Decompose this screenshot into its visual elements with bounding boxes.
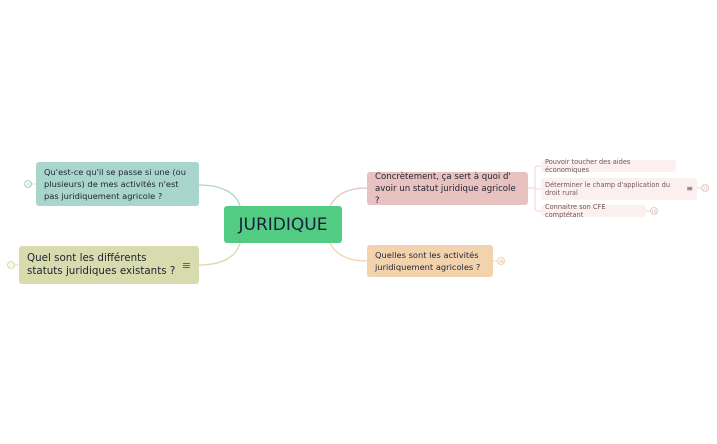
collapse-badge[interactable]: 27 (7, 261, 15, 269)
branch-node[interactable]: Quelles sont les activités juridiquement… (367, 245, 493, 277)
collapse-badge[interactable]: 24 (24, 180, 32, 188)
branch-label: Quelles sont les activités juridiquement… (375, 250, 481, 272)
branch-node[interactable]: Concrètement, ça sert à quoi d' avoir un… (367, 171, 528, 206)
branch-label: Quel sont les différents statuts juridiq… (27, 252, 176, 277)
note-icon[interactable]: ≡ (686, 184, 693, 193)
subnode-label: Connaitre son CFE comptétant (545, 203, 606, 219)
subnode[interactable]: Connaitre son CFE comptétant (541, 203, 646, 219)
subnode-label: Déterminer le champ d'application du dro… (545, 181, 671, 197)
collapse-badge[interactable]: 21 (701, 184, 709, 192)
branch-node[interactable]: Quel sont les différents statuts juridiq… (19, 246, 199, 284)
subnode[interactable]: Déterminer le champ d'application du dro… (541, 178, 697, 200)
root-label: JURIDIQUE (238, 214, 328, 235)
root-node[interactable]: JURIDIQUE (224, 206, 342, 243)
collapse-badge[interactable]: 16 (650, 207, 658, 215)
subnode[interactable]: Pouvoir toucher des aides économiques (541, 158, 676, 174)
collapse-badge[interactable]: 49 (497, 257, 505, 265)
branch-label: Concrètement, ça sert à quoi d' avoir un… (375, 171, 516, 206)
branch-label: Qu'est-ce qu'il se passe si une (ou plus… (44, 167, 186, 201)
branch-node[interactable]: Qu'est-ce qu'il se passe si une (ou plus… (36, 162, 199, 206)
note-icon[interactable]: ≡ (181, 258, 191, 272)
subnode-label: Pouvoir toucher des aides économiques (545, 158, 631, 174)
